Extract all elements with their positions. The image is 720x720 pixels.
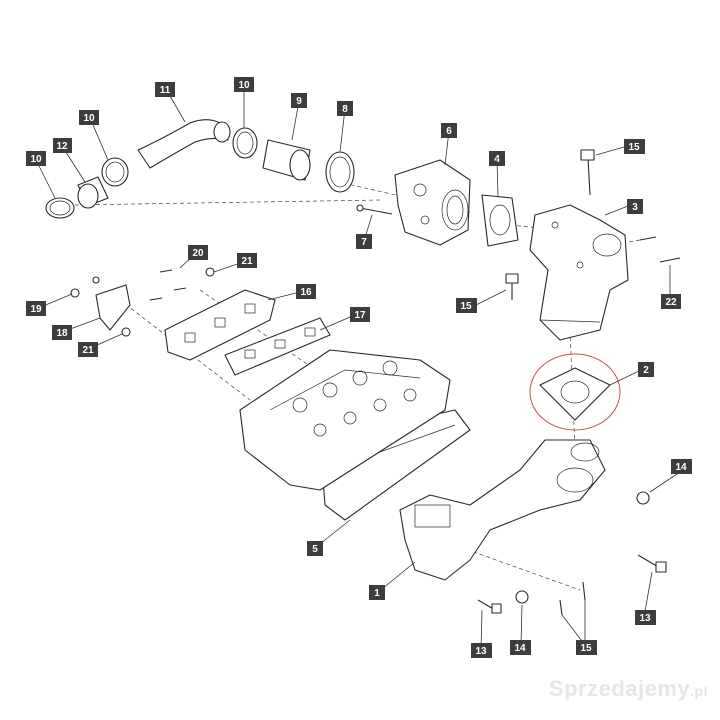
- callout-3-text: 3: [632, 202, 638, 213]
- callout-6-text: 6: [446, 126, 452, 137]
- gasket-2: [529, 353, 621, 431]
- watermark-logo: Sprzedajemy.pl: [549, 676, 708, 702]
- nut-14-bottom: [515, 590, 529, 604]
- callout-11: 11: [155, 82, 175, 97]
- watermark-suffix: .pl: [690, 683, 708, 699]
- pipe-12: [77, 176, 109, 209]
- clamp-8: [325, 151, 355, 193]
- bracket-18: [92, 276, 131, 331]
- callout-15-top: 15: [624, 139, 645, 154]
- callout-21-bottom: 21: [78, 342, 98, 357]
- throttle-body-6: [394, 159, 471, 246]
- callout-14-bottom: 14: [510, 640, 531, 655]
- callout-17-text: 17: [354, 310, 366, 321]
- bolt-15-mid: [505, 273, 519, 300]
- callout-4: 4: [489, 151, 505, 166]
- callout-22-text: 22: [665, 297, 677, 308]
- callout-1: 1: [369, 585, 385, 600]
- callout-19: 19: [26, 301, 46, 316]
- callout-21-top: 21: [237, 253, 257, 268]
- callout-8: 8: [337, 101, 353, 116]
- callout-12: 12: [53, 138, 72, 153]
- egr-assembly-1: [399, 439, 606, 581]
- callout-19-text: 19: [30, 304, 42, 315]
- callout-13-bottom-text: 13: [475, 646, 487, 657]
- callout-2-text: 2: [643, 365, 649, 376]
- callout-7: 7: [356, 234, 372, 249]
- callout-18-text: 18: [56, 328, 68, 339]
- bolts-15-bottom: [559, 581, 586, 616]
- callout-9-text: 9: [296, 96, 302, 107]
- callout-5: 5: [307, 541, 323, 556]
- callout-20-text: 20: [192, 248, 204, 259]
- callout-12-text: 12: [56, 141, 68, 152]
- callout-10-left-text: 10: [30, 154, 42, 165]
- callout-6: 6: [441, 123, 457, 138]
- bolt-13-bottom: [477, 599, 502, 614]
- callout-13-right-text: 13: [639, 613, 651, 624]
- callout-2: 2: [638, 362, 654, 377]
- watermark-text: Sprzedajemy: [548, 676, 691, 701]
- bolt-13-right: [637, 554, 667, 573]
- callout-14-right-text: 14: [675, 462, 687, 473]
- callout-9: 9: [291, 93, 307, 108]
- callout-1-text: 1: [374, 588, 380, 599]
- callout-10-mid-text: 10: [83, 113, 95, 124]
- elbow-housing-3: [529, 204, 629, 341]
- nut-19: [70, 288, 80, 298]
- callout-16-text: 16: [300, 287, 312, 298]
- callout-10-right-text: 10: [238, 80, 250, 91]
- nuts-21: [121, 267, 215, 337]
- callout-15-bottom: 15: [576, 640, 597, 655]
- callout-13-right: 13: [635, 610, 656, 625]
- hose-11: [137, 119, 231, 169]
- callout-17: 17: [350, 307, 370, 322]
- studs-20: [149, 269, 187, 301]
- bolt-7: [356, 204, 393, 215]
- clamp-10-right: [232, 127, 258, 159]
- callout-21-bottom-text: 21: [82, 345, 94, 356]
- callout-8-text: 8: [342, 104, 348, 115]
- cylinder-head: [239, 349, 451, 491]
- callout-15-bottom-text: 15: [580, 643, 592, 654]
- clamp-10-left: [45, 197, 75, 219]
- callout-11-text: 11: [160, 85, 171, 96]
- callout-3: 3: [627, 199, 643, 214]
- callout-15-mid: 15: [456, 298, 477, 313]
- callout-16: 16: [296, 284, 316, 299]
- callout-21-top-text: 21: [241, 256, 253, 267]
- clamp-10-mid: [101, 157, 129, 187]
- callout-20: 20: [188, 245, 208, 260]
- callout-4-text: 4: [494, 154, 500, 165]
- callout-5-text: 5: [312, 544, 318, 555]
- callout-14-right: 14: [671, 459, 692, 474]
- bolt-14-right: [636, 491, 650, 505]
- callout-18: 18: [52, 325, 72, 340]
- gasket-4: [481, 194, 519, 247]
- gasket-17: [224, 317, 331, 376]
- callout-10-mid: 10: [79, 110, 99, 125]
- callout-22: 22: [661, 294, 681, 309]
- manifold-16: [164, 289, 276, 361]
- callout-14-bottom-text: 14: [514, 643, 526, 654]
- callout-10-left: 10: [26, 151, 46, 166]
- callout-13-bottom: 13: [471, 643, 492, 658]
- callout-15-top-text: 15: [628, 142, 640, 153]
- pipe-9: [262, 139, 311, 181]
- callout-7-text: 7: [361, 237, 367, 248]
- callout-10-right: 10: [234, 77, 254, 92]
- studs-22: [639, 236, 681, 263]
- callout-15-mid-text: 15: [460, 301, 472, 312]
- bolt-15-top: [580, 149, 595, 196]
